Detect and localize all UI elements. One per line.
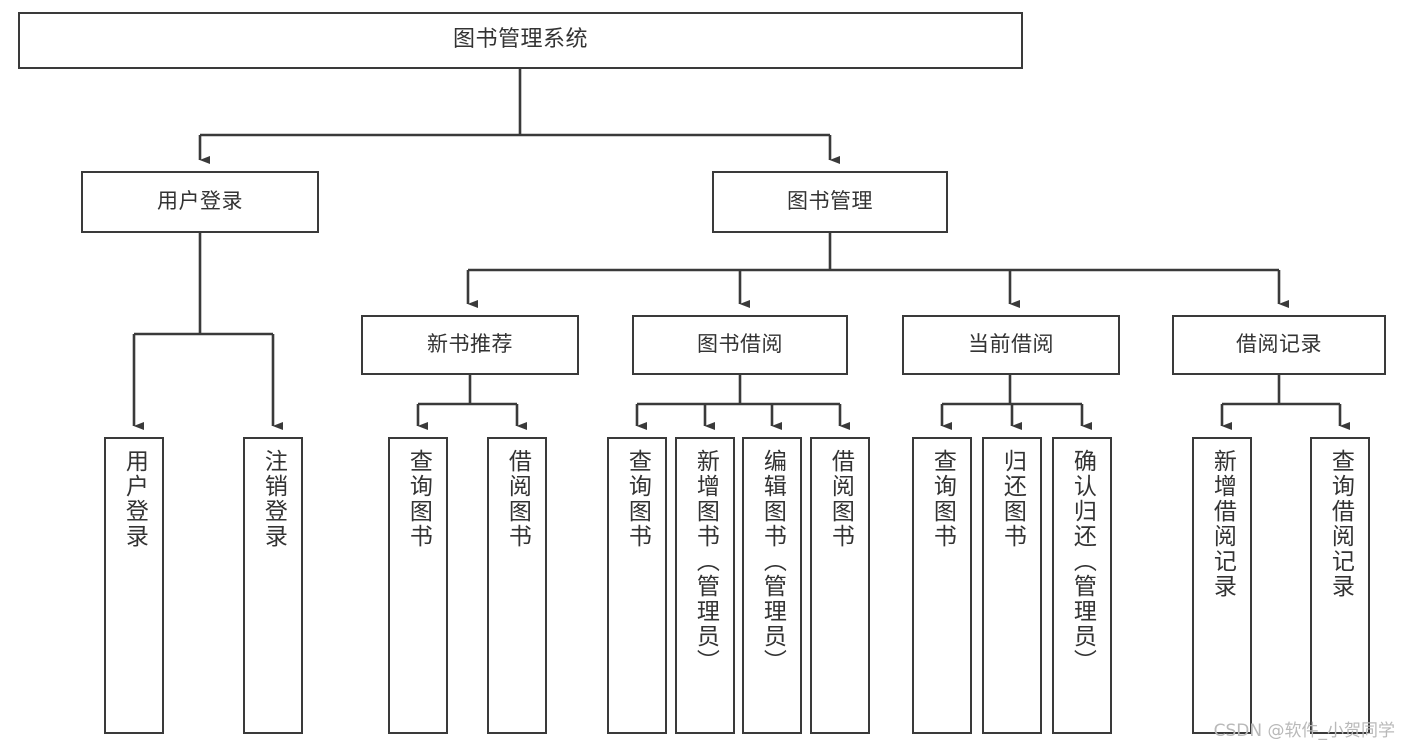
node-book-management-label: 图书管理 — [787, 189, 873, 214]
node-book-borrowing[interactable]: 图书借阅 — [632, 315, 848, 375]
node-leaf-borrow-book-1[interactable]: 借阅图书 — [487, 437, 547, 734]
node-leaf-query-borrow-record-label: 查询借阅记录 — [1327, 449, 1354, 599]
node-leaf-query-borrow-record[interactable]: 查询借阅记录 — [1310, 437, 1370, 734]
node-leaf-borrow-book-1-label: 借阅图书 — [504, 449, 531, 549]
node-leaf-query-book-1[interactable]: 查询图书 — [388, 437, 448, 734]
csdn-watermark: CSDN @软件_小贺同学 — [1213, 721, 1395, 741]
node-leaf-query-book-2-label: 查询图书 — [624, 449, 651, 549]
node-leaf-add-book-admin-label: 新增图书（管理员） — [692, 449, 719, 674]
node-user-login-label: 用户登录 — [157, 189, 243, 214]
node-leaf-user-login-label: 用户登录 — [121, 449, 148, 549]
node-leaf-edit-book-admin[interactable]: 编辑图书（管理员） — [742, 437, 802, 734]
node-current-borrowing[interactable]: 当前借阅 — [902, 315, 1120, 375]
node-leaf-user-login[interactable]: 用户登录 — [104, 437, 164, 734]
node-current-borrowing-label: 当前借阅 — [968, 332, 1054, 357]
node-leaf-query-book-3[interactable]: 查询图书 — [912, 437, 972, 734]
node-leaf-confirm-return-admin-label: 确认归还（管理员） — [1069, 449, 1096, 674]
node-leaf-add-borrow-record-label: 新增借阅记录 — [1209, 449, 1236, 599]
node-borrowing-record-label: 借阅记录 — [1236, 332, 1322, 357]
node-leaf-add-book-admin[interactable]: 新增图书（管理员） — [675, 437, 735, 734]
node-leaf-borrow-book-2[interactable]: 借阅图书 — [810, 437, 870, 734]
node-leaf-user-logout[interactable]: 注销登录 — [243, 437, 303, 734]
node-root-label: 图书管理系统 — [452, 27, 588, 53]
node-leaf-return-book-label: 归还图书 — [999, 449, 1026, 549]
node-book-borrowing-label: 图书借阅 — [697, 332, 783, 357]
node-leaf-edit-book-admin-label: 编辑图书（管理员） — [759, 449, 786, 674]
node-new-book-recommendation[interactable]: 新书推荐 — [361, 315, 579, 375]
node-leaf-query-book-3-label: 查询图书 — [929, 449, 956, 549]
node-leaf-confirm-return-admin[interactable]: 确认归还（管理员） — [1052, 437, 1112, 734]
node-leaf-return-book[interactable]: 归还图书 — [982, 437, 1042, 734]
node-leaf-query-book-2[interactable]: 查询图书 — [607, 437, 667, 734]
node-root-book-management-system[interactable]: 图书管理系统 — [18, 12, 1023, 69]
node-leaf-add-borrow-record[interactable]: 新增借阅记录 — [1192, 437, 1252, 734]
node-new-book-recommendation-label: 新书推荐 — [427, 332, 513, 357]
node-leaf-query-book-1-label: 查询图书 — [405, 449, 432, 549]
node-book-management[interactable]: 图书管理 — [712, 171, 948, 233]
node-leaf-borrow-book-2-label: 借阅图书 — [827, 449, 854, 549]
node-user-login[interactable]: 用户登录 — [81, 171, 319, 233]
node-leaf-user-logout-label: 注销登录 — [260, 449, 287, 549]
node-borrowing-record[interactable]: 借阅记录 — [1172, 315, 1386, 375]
